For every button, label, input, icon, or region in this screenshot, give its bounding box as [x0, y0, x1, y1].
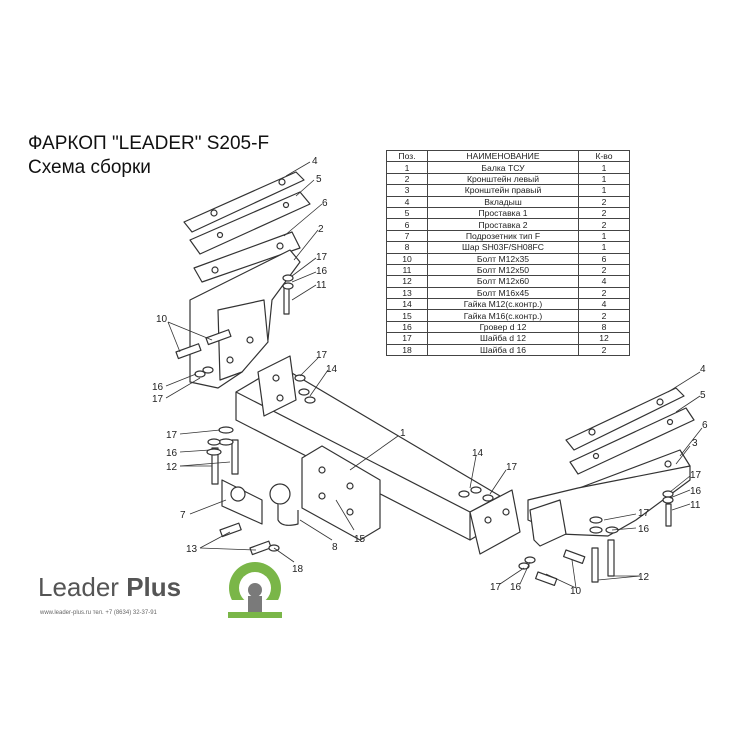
left-insert-plate — [183, 171, 305, 233]
callout-17-b: 17 — [152, 394, 164, 405]
callout-17-e: 17 — [506, 462, 518, 473]
callout-2: 2 — [318, 224, 324, 235]
callout-18: 18 — [292, 564, 304, 575]
callout-16-d: 16 — [690, 486, 702, 497]
callout-1: 1 — [400, 428, 406, 439]
title-line-2: Схема сборки — [28, 157, 151, 178]
brand-name: Leader Plus — [38, 572, 181, 603]
leader-lines — [165, 161, 703, 589]
callout-13: 13 — [186, 544, 198, 555]
misc-bolts — [211, 287, 672, 587]
callout-8: 8 — [332, 542, 338, 553]
brand-contacts: www.leader-plus.ru тел. +7 (8634) 32-37-… — [40, 610, 157, 616]
callout-11-left: 11 — [316, 280, 327, 291]
callout-16-a: 16 — [316, 266, 328, 277]
callout-15: 15 — [354, 534, 366, 545]
callout-4-left: 4 — [312, 156, 318, 167]
callout-5-left: 5 — [316, 174, 322, 185]
callout-16-b: 16 — [152, 382, 164, 393]
callout-17-c: 17 — [316, 350, 328, 361]
right-bracket — [527, 465, 691, 547]
callout-14-mid: 14 — [326, 364, 338, 375]
callout-6-left: 6 — [322, 198, 328, 209]
callout-17-h: 17 — [490, 582, 502, 593]
callout-12-right: 12 — [638, 572, 650, 583]
callout-10-left: 10 — [156, 314, 168, 325]
brand-name-light: Leader — [38, 572, 119, 602]
socket-bracket — [221, 479, 263, 525]
diagram-title: ФАРКОП "LEADER" S205-F Схема сборки — [28, 132, 269, 180]
callout-12-left: 12 — [166, 462, 178, 473]
callout-3: 3 — [692, 438, 698, 449]
right-spacer-1-plate — [569, 407, 695, 475]
left-bolts-10 — [175, 329, 232, 360]
callout-16-c: 16 — [166, 448, 178, 459]
callout-16-f: 16 — [510, 582, 522, 593]
brand-name-bold: Plus — [126, 572, 182, 602]
callout-5-right: 5 — [700, 390, 706, 401]
left-spacer-1-plate — [189, 191, 311, 255]
callout-17-d: 17 — [166, 430, 178, 441]
callout-16-e: 16 — [638, 524, 650, 535]
beam-left-plate — [257, 355, 297, 417]
right-insert-plate — [565, 387, 685, 451]
washers-and-nuts — [194, 274, 674, 570]
cell-qty: 2 — [578, 343, 630, 357]
callout-7: 7 — [180, 510, 186, 521]
callout-6-right: 6 — [702, 420, 708, 431]
callout-17-f: 17 — [690, 470, 702, 481]
left-bracket — [189, 249, 301, 389]
brand-logo-icon — [228, 562, 282, 618]
tow-ball — [269, 483, 299, 526]
left-spacer-2-plate — [193, 231, 301, 283]
beam-right-plate — [469, 489, 521, 555]
callout-11-right: 11 — [690, 500, 701, 511]
callout-17-a: 17 — [316, 252, 328, 263]
callout-14-right: 14 — [472, 448, 484, 459]
callout-10-right: 10 — [570, 586, 582, 597]
ball-mount-plate — [301, 445, 381, 541]
callout-4-right: 4 — [700, 364, 706, 375]
callout-labels: 4 5 6 2 17 16 11 10 16 17 17 14 1 17 16 … — [152, 156, 708, 597]
parts-table-header: Поз. НАИМЕНОВАНИЕ К-во — [386, 149, 630, 163]
callout-17-g: 17 — [638, 508, 650, 519]
title-line-1: ФАРКОП "LEADER" S205-F — [28, 133, 270, 154]
cell-name: Шайба d 16 — [427, 343, 579, 357]
